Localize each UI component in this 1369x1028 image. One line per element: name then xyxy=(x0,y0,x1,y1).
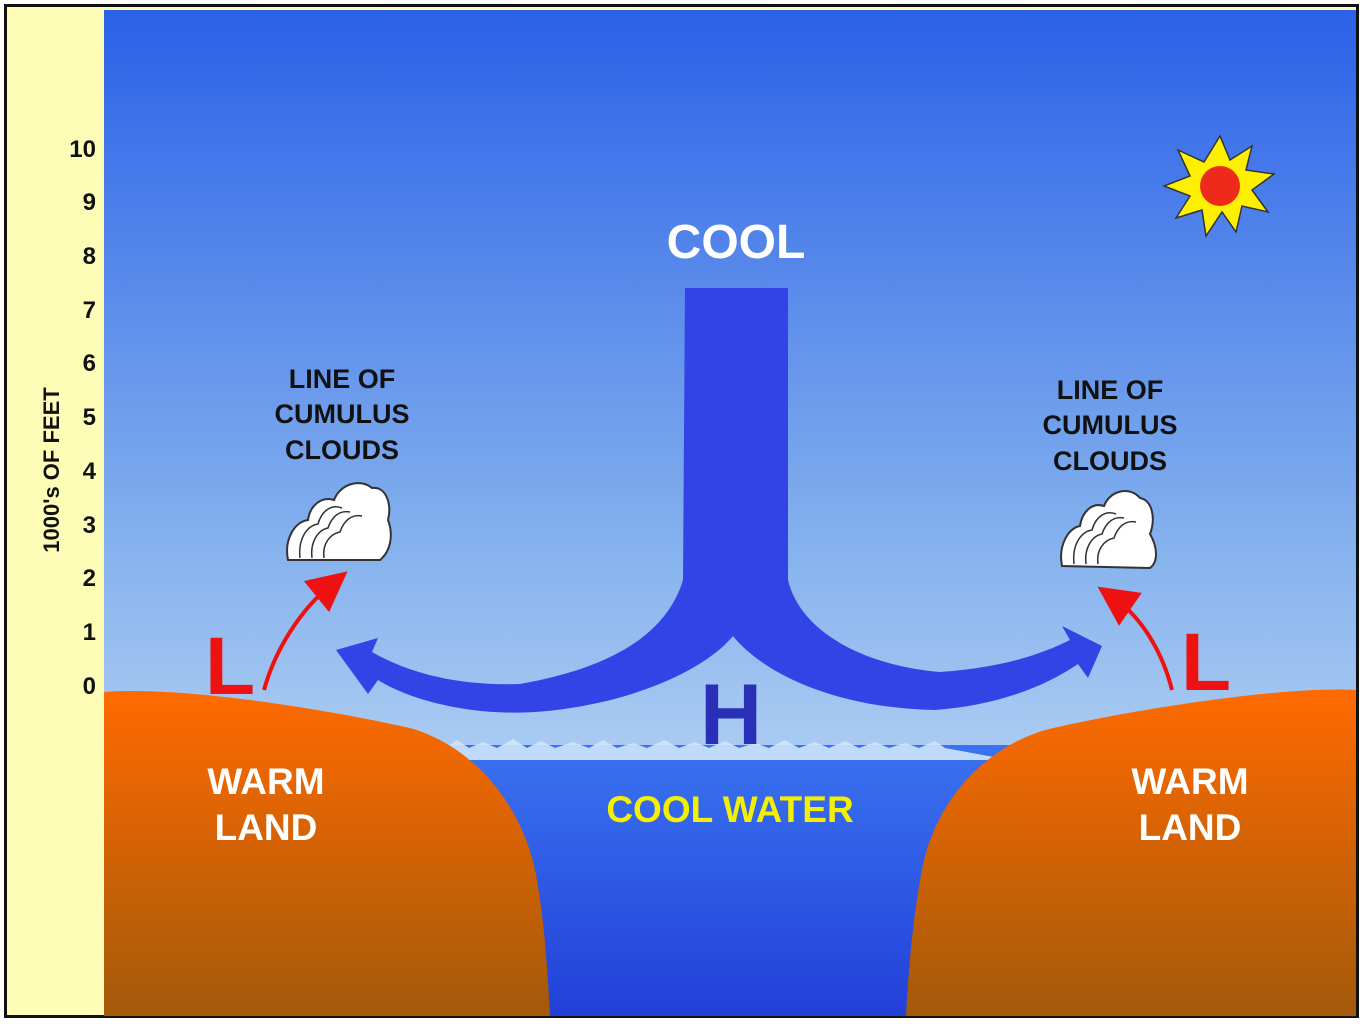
cool-water-label: COOL WATER xyxy=(606,789,853,830)
warm-land-line: LAND xyxy=(215,807,318,848)
cumulus-cloud-icon xyxy=(286,482,392,561)
warm-land-line: WARM xyxy=(1131,761,1248,802)
low-pressure-left: L xyxy=(205,621,255,712)
cloud-label-line: CLOUDS xyxy=(285,435,399,465)
axis-tick: 7 xyxy=(83,297,96,324)
rising-air-arrow-left xyxy=(262,571,348,691)
cloud-label-line: CUMULUS xyxy=(275,399,410,429)
axis-tick: 10 xyxy=(69,136,96,163)
axis-tick: 0 xyxy=(83,673,96,700)
axis-tick: 2 xyxy=(83,565,96,592)
axis-tick: 9 xyxy=(83,189,96,216)
cloud-label-line: CUMULUS xyxy=(1043,410,1178,440)
water-surface-waves xyxy=(445,739,1010,760)
high-pressure-marker: H xyxy=(700,667,762,763)
axis-tick: 1 xyxy=(83,619,96,646)
warm-land-left xyxy=(104,690,550,1016)
water-body xyxy=(440,745,1010,1016)
axis-tick: 5 xyxy=(83,404,96,431)
warm-land-line: WARM xyxy=(207,761,324,802)
low-pressure-right: L xyxy=(1181,617,1231,708)
altitude-axis: 0 1 2 3 4 5 6 7 8 9 10 xyxy=(69,136,96,700)
sinking-air-flow-arrow xyxy=(336,288,1102,713)
cloud-label-line: LINE OF xyxy=(1057,375,1164,405)
cloud-label-right: LINE OF CUMULUS CLOUDS xyxy=(1043,375,1178,476)
cloud-label-line: CLOUDS xyxy=(1053,446,1167,476)
axis-tick: 3 xyxy=(83,512,96,539)
axis-tick: 8 xyxy=(83,243,96,270)
altitude-axis-title-text: 1000's OF FEET xyxy=(39,387,64,553)
cumulus-cloud-icon xyxy=(1060,490,1157,570)
warm-land-line: LAND xyxy=(1139,807,1242,848)
warm-land-label-right: WARM LAND xyxy=(1131,761,1248,848)
cloud-label-left: LINE OF CUMULUS CLOUDS xyxy=(275,364,410,465)
warm-land-label-left: WARM LAND xyxy=(207,761,324,848)
axis-tick: 4 xyxy=(83,458,97,485)
rising-air-arrow-right xyxy=(1097,586,1174,691)
cool-air-label: COOL xyxy=(667,216,806,269)
warm-land-right xyxy=(906,689,1356,1016)
axis-tick: 6 xyxy=(83,350,96,377)
sun-icon xyxy=(1161,134,1276,239)
cloud-label-line: LINE OF xyxy=(289,364,396,394)
